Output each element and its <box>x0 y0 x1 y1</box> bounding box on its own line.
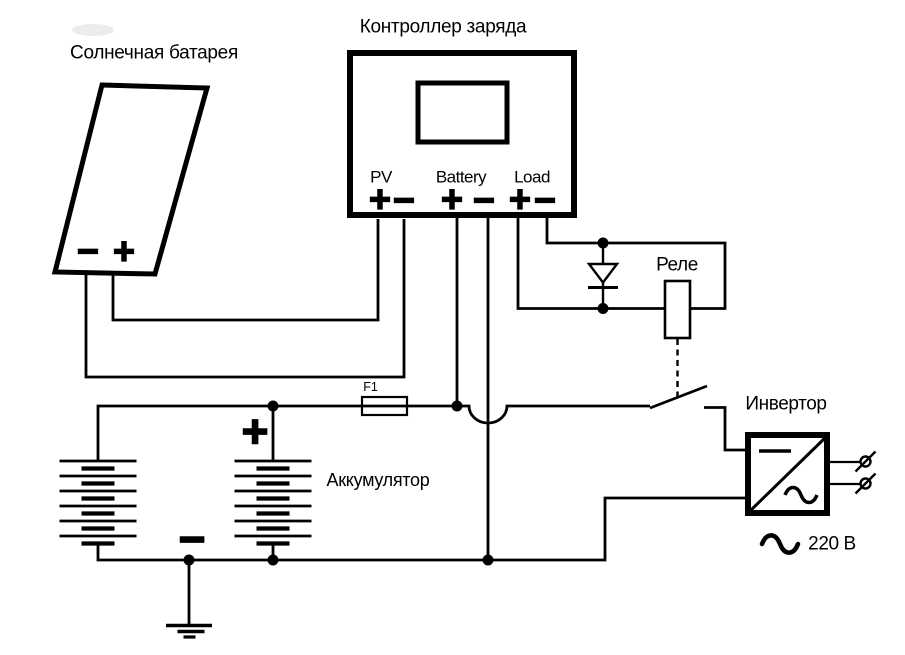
solar-panel-section: Солнечная батарея − + <box>51 43 406 379</box>
junction-dot <box>267 554 279 566</box>
pv-minus-symbol: − <box>393 180 415 222</box>
battery-bank-plus-symbol: + <box>242 405 269 457</box>
load-circuit-wire <box>516 217 727 310</box>
terminal-label-pv: PV <box>370 168 393 187</box>
diode-icon <box>586 243 620 309</box>
solar-panel-plus-symbol: + <box>113 231 135 273</box>
battery-section: F1 + − Аккумулятор <box>59 380 748 639</box>
junction-dot <box>451 400 463 412</box>
pv-plus-symbol: + <box>369 179 391 221</box>
solar-panel-icon <box>51 82 211 277</box>
inverter-section: Инвертор 220 В <box>745 394 877 555</box>
inverter-ac-sine-icon <box>783 485 819 505</box>
ac-sine-icon <box>759 533 801 555</box>
load-plus-symbol: + <box>509 179 531 221</box>
inverter-label: Инвертор <box>745 394 826 415</box>
ac-output-terminals <box>830 450 877 495</box>
charge-controller-box <box>347 50 577 218</box>
junction-dot <box>183 554 195 566</box>
charge-controller-section: Контроллер заряда PV Battery Load + − + … <box>347 17 577 560</box>
switch-to-inverter-wire <box>704 406 748 452</box>
junction-dot <box>597 237 609 249</box>
inverter-diagonal <box>748 435 828 513</box>
junction-dot <box>482 554 494 566</box>
output-socket-slash <box>854 450 877 473</box>
battery-bank-label: Аккумулятор <box>327 470 430 490</box>
battery-right-icon <box>234 459 312 546</box>
load-minus-symbol: − <box>534 180 556 222</box>
pv-minus-wire <box>84 219 406 379</box>
pv-plus-wire <box>111 219 380 322</box>
relay-section: Реле <box>516 217 748 452</box>
relay-coil-icon <box>663 279 692 340</box>
relay-label: Реле <box>656 255 698 276</box>
scan-artifact <box>72 24 114 36</box>
fuse-icon <box>360 395 409 417</box>
charge-controller-label: Контроллер заряда <box>360 17 527 38</box>
diode-triangle <box>586 262 620 285</box>
solar-panel-minus-symbol: − <box>77 231 99 273</box>
battery-minus-symbol: − <box>473 180 495 222</box>
battery-plus-symbol: + <box>441 179 463 221</box>
battery-negative-rail <box>96 496 748 562</box>
controller-display-icon <box>415 80 510 145</box>
battery-positive-rail <box>96 404 650 461</box>
battery-left-icon <box>59 459 137 546</box>
solar-panel-label: Солнечная батарея <box>70 43 238 64</box>
junction-dot <box>267 400 279 412</box>
ground-icon <box>166 560 212 639</box>
terminal-label-load: Load <box>514 168 550 187</box>
terminal-label-battery: Battery <box>436 168 487 187</box>
switch-blade-icon <box>649 384 708 410</box>
junction-dot <box>597 303 609 314</box>
output-voltage-label: 220 В <box>808 534 856 555</box>
fuse-label: F1 <box>363 380 378 394</box>
output-socket-slash <box>854 472 877 495</box>
